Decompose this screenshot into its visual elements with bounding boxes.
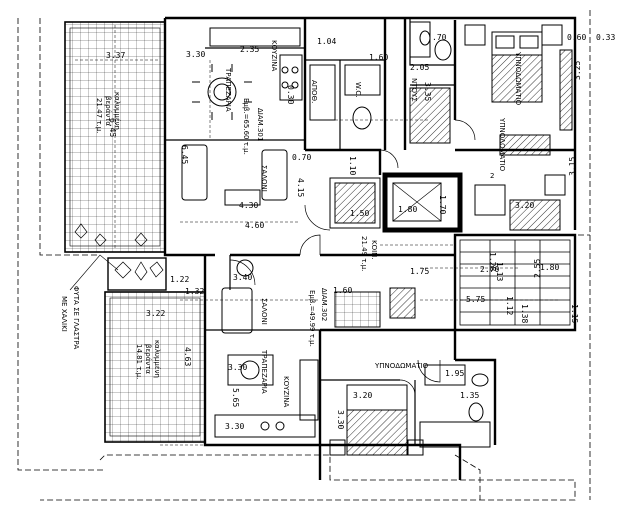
dim-1-75: 1.75 [410, 267, 429, 276]
dim-4-63: 4.63 [183, 347, 192, 366]
label-bedroom-top: ΥΠΝΟΔΩΜΑΤΙΟ [514, 51, 522, 106]
label-bedroom-bottom: ΥΠΝΟΔΩΜΑΤΙΟ [374, 362, 429, 370]
dim-1-60b: 1.60 [333, 286, 352, 295]
plants-leader [69, 254, 119, 291]
veranda-bottom [104, 291, 206, 443]
dim-1-28: 1.28 [488, 252, 497, 271]
label-plants-a: ΦΥΤΑ ΣΕ ΓΛΑΣΤΡΑ [72, 286, 80, 350]
dim-3-37: 3.37 [106, 51, 125, 60]
label-veranda-bottom-b: βεράντα [144, 344, 152, 374]
plot-boundary [17, 10, 591, 501]
label-apt-302-area: Εμβ.=49.99 τ.μ. [308, 290, 316, 347]
dim-3-30b: 3.30 [228, 363, 247, 372]
label-kitchen-top: ΚΟΥΖΙΝΑ [270, 40, 278, 71]
label-wc-top: W.C. [354, 82, 362, 97]
dim-0-33: 0.33 [596, 33, 615, 42]
door-swings [229, 119, 476, 396]
dim-2-55: 2.55 [533, 259, 542, 278]
dim-1-80b: 1.80 [540, 263, 559, 272]
dim-3-25: 3.25 [573, 61, 582, 80]
label-dining-bottom: ΤΡΑΠΕΖΑΡΙΑ [260, 349, 268, 394]
dim-0-60: 0.60 [567, 33, 586, 42]
dim-2-35: 2.35 [240, 45, 259, 54]
dim-1-15: 1.15 [570, 304, 579, 323]
dim-5-65: 5.65 [231, 388, 240, 407]
dim-1-38: 1.38 [520, 304, 529, 323]
dim-0-70b: 0.70 [292, 153, 311, 162]
label-bedroom-2-num: 2 [490, 172, 494, 180]
dim-6-45b: 6.45 [180, 145, 189, 164]
label-shower: ΝΤΟΥΣ [410, 78, 418, 102]
label-veranda-top-a: καλυμμένη [113, 92, 121, 130]
dim-5-75: 5.75 [466, 295, 485, 304]
label-bedroom-2: ΥΠΝΟΔΩΜΑΤΙΟ [498, 117, 506, 172]
dim-1-60: 1.60 [369, 53, 388, 62]
furniture-302 [214, 259, 491, 456]
dimension-lines [75, 25, 560, 446]
dim-3-40: 3.40 [233, 273, 252, 282]
interior-partitions [165, 18, 455, 445]
dim-1-22: 1.22 [170, 275, 189, 284]
dim-1-95: 1.95 [445, 369, 464, 378]
label-plants-b: ΜΕ ΧΑΛΙΚΙ [60, 296, 68, 332]
label-common-area: 21.49 τ.μ. [360, 236, 368, 271]
dim-4-15: 4.15 [296, 178, 305, 197]
dim-3-30c: 3.30 [225, 422, 244, 431]
dim-3-35: 3.35 [423, 82, 432, 101]
bathroom-301 [309, 21, 452, 144]
furniture-301 [181, 27, 303, 206]
bedroom-2-furniture [474, 134, 566, 231]
dim-3-20a: 3.20 [515, 201, 534, 210]
dim-3-20b: 3.20 [353, 391, 372, 400]
dim-1-12: 1.12 [505, 296, 514, 315]
stairs [459, 239, 571, 326]
dim-0-70: .70 [432, 33, 447, 42]
stair-landing [329, 177, 416, 328]
dim-2-05: 2.05 [410, 63, 429, 72]
dim-1-10: 1.10 [348, 156, 357, 175]
label-dining-top: ΤΡΑΠΕΖΑΡΙΑ [224, 67, 232, 112]
dim-6-45: 6.45 [108, 118, 117, 137]
bedroom-top-furniture [464, 24, 573, 131]
dim-3-22: 3.22 [146, 309, 165, 318]
label-common: ΚΟΙΝ. [370, 240, 378, 260]
label-veranda-bottom-a: καλυμμένη [153, 340, 161, 378]
dim-1-80a: 1.80 [398, 205, 417, 214]
dim-2-70: 2.70 [480, 265, 499, 274]
label-veranda-top-area: 21.47 τ.μ. [95, 98, 103, 133]
dim-1-35: 1.35 [460, 391, 479, 400]
dim-1-32: 1.32 [185, 287, 204, 296]
dim-4-60: 4.60 [245, 221, 264, 230]
dim-1-50: 1.50 [350, 209, 369, 218]
dim-3-30d: 3.30 [336, 410, 345, 429]
label-kitchen-bottom: ΚΟΥΖΙΝΑ [282, 376, 290, 407]
dim-3-15: 3.15 [568, 157, 577, 176]
dim-1-04: 1.04 [317, 37, 336, 46]
elevator-shaft [382, 172, 463, 233]
dim-0-30: 0.30 [286, 85, 295, 104]
label-veranda-top-b: βεράντα [104, 96, 112, 126]
label-living-bottom: ΣΑΛΟΝΙ [260, 298, 268, 325]
dim-4-30: 4.30 [239, 201, 258, 210]
label-apt-302: ΔΙΑΜ.302 [320, 288, 328, 321]
label-apt-301-area: Εμβ.=65.60 τ.μ. [242, 98, 250, 155]
dim-1-13: 1.13 [495, 262, 504, 281]
label-living-top: ΣΑΛΟΝΙ [260, 165, 268, 192]
label-storage-top: ΑΠΟΘ. [310, 80, 318, 103]
label-veranda-bottom-area: 14.81 τ.μ. [135, 344, 143, 379]
dim-3-30: 3.30 [186, 50, 205, 59]
dim-1-70: 1.70 [438, 195, 447, 214]
plant-box [74, 223, 167, 291]
label-apt-301: ΔΙΑΜ.301 [256, 108, 264, 141]
